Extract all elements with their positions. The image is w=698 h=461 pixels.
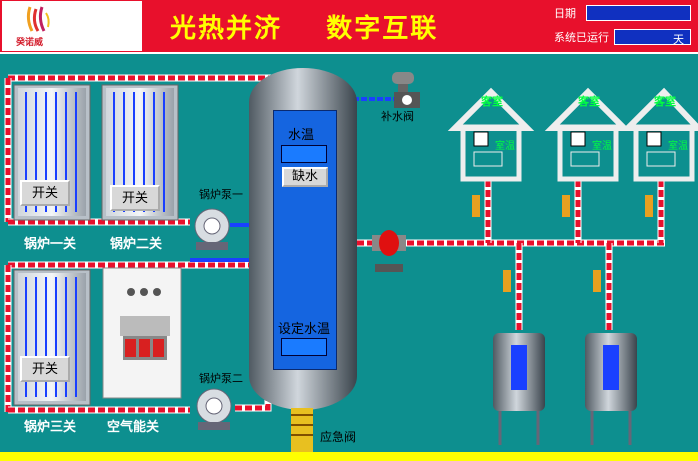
set-temp-field[interactable] (281, 338, 327, 356)
pump-2-label: 锅炉泵二 (199, 372, 243, 385)
house-1-icon (447, 87, 535, 182)
room-1-title: 客室 (481, 95, 503, 108)
tank-temp-label: 水温 (288, 128, 315, 143)
house-3-icon (620, 87, 698, 182)
pump-1-icon (194, 208, 230, 250)
house-valves (472, 195, 653, 292)
boiler-1-label: 锅炉一关 (24, 237, 77, 252)
emergency-valve-icon (291, 408, 313, 452)
circulation-pump-icon (372, 230, 406, 272)
boiler-2-switch-button[interactable]: 开关 (110, 185, 160, 211)
heat-pump-label: 空气能关 (107, 420, 160, 435)
boiler-1-switch-button[interactable]: 开关 (20, 180, 70, 206)
company-logo: 癸诺威 (2, 1, 142, 51)
runtime-unit: 天 (673, 33, 684, 46)
status-panel: 日期 系统已运行 天 (552, 4, 695, 47)
boiler-3-switch-button[interactable]: 开关 (20, 356, 70, 382)
pump-1-label: 锅炉泵一 (199, 188, 243, 201)
date-label: 日期 (554, 7, 576, 20)
runtime-label: 系统已运行 (554, 31, 609, 44)
header-bar: 癸诺威 光热并济 数字互联 日期 系统已运行 天 (0, 0, 698, 52)
room-1-temp-label: 室温 (495, 141, 515, 152)
boiler-3-label: 锅炉三关 (24, 420, 77, 435)
refill-valve-label: 补水阀 (381, 110, 414, 123)
process-area (0, 52, 698, 461)
logo-text: 癸诺威 (16, 38, 44, 48)
room-2-temp-label: 室温 (592, 141, 612, 152)
room-2-title: 客室 (578, 95, 600, 108)
boiler-2-label: 锅炉二关 (110, 237, 163, 252)
storage-tank-1 (493, 333, 545, 445)
heat-pump-unit (102, 267, 182, 399)
lack-water-button[interactable]: 缺水 (282, 167, 328, 187)
set-temp-label: 设定水温 (278, 322, 331, 337)
date-field (586, 5, 691, 21)
date-row: 日期 (552, 4, 695, 22)
room-3-title: 客室 (654, 95, 676, 108)
runtime-field: 天 (614, 29, 691, 46)
logo-mark-icon (26, 6, 50, 32)
refill-valve-icon (392, 72, 420, 108)
tank-temp-field (281, 145, 327, 163)
page-title: 光热并济 数字互联 (170, 14, 439, 44)
pump-2-icon (196, 388, 232, 430)
house-2-icon (544, 87, 632, 182)
runtime-row: 系统已运行 天 (552, 28, 695, 46)
emergency-valve-label: 应急阀 (320, 430, 357, 444)
storage-tank-2 (585, 333, 637, 445)
footer-strip (0, 452, 698, 461)
room-3-temp-label: 室温 (668, 141, 688, 152)
